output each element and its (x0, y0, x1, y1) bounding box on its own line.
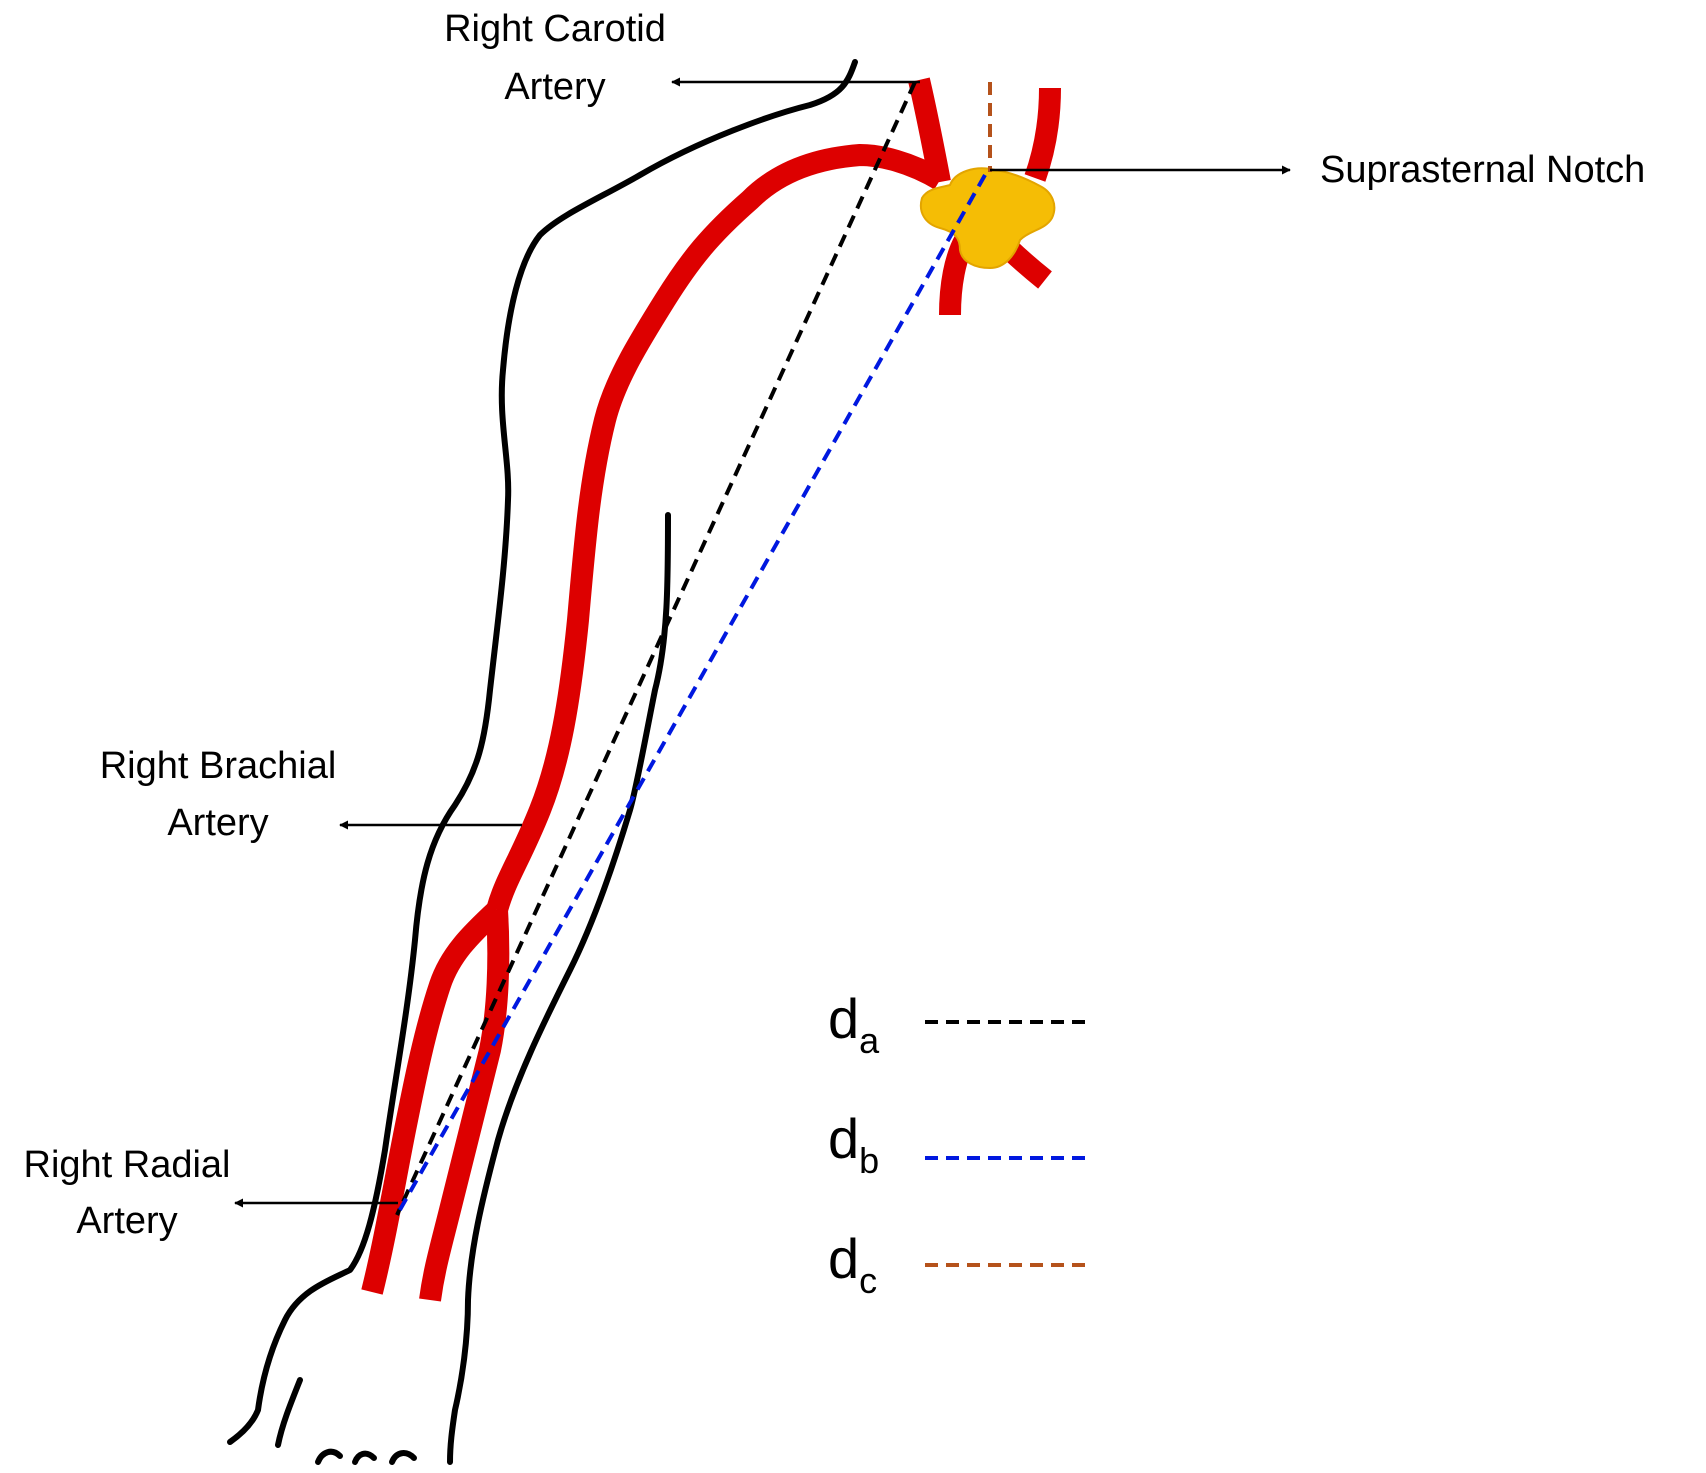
legend-dc-sub: c (859, 1260, 877, 1301)
arm-inner-contour (447, 512, 671, 1465)
legend-db-label: db (828, 1107, 879, 1181)
distance-lines (395, 81, 992, 1216)
carotid-artery (908, 77, 951, 185)
da-line (395, 81, 917, 1216)
legend-item-db: db (828, 1107, 1092, 1181)
left-carotid-artery (1024, 87, 1061, 182)
legend-da-main: d (828, 987, 859, 1050)
thumb-contour (275, 1377, 303, 1448)
legend-db-main: d (828, 1107, 859, 1170)
ulnar-artery (419, 909, 510, 1302)
label-radial-line2: Artery (76, 1200, 177, 1242)
label-carotid-line2: Artery (504, 66, 605, 108)
legend-dc-main: d (828, 1227, 859, 1290)
suprasternal-notch-shape (920, 167, 1056, 270)
finger-3 (389, 1450, 417, 1465)
label-radial-line1: Right Radial (24, 1144, 231, 1186)
label-brachial-line2: Artery (167, 802, 268, 844)
legend-item-da: da (828, 987, 1092, 1061)
finger-1 (315, 1448, 343, 1465)
label-suprasternal-notch: Suprasternal Notch (1320, 149, 1645, 191)
finger-2 (352, 1450, 377, 1465)
arm-outline (227, 59, 858, 1465)
legend-item-dc: dc (828, 1227, 1092, 1301)
subclavian-brachial-artery (486, 144, 946, 914)
legend-da-sub: a (859, 1020, 880, 1061)
leader-arrows (234, 77, 1291, 1208)
label-brachial-line1: Right Brachial (100, 745, 337, 787)
arteries (361, 77, 1061, 1302)
arm-outer-contour (227, 59, 858, 1445)
radial-artery (361, 901, 505, 1295)
db-line (395, 174, 987, 1216)
legend-dc-label: dc (828, 1227, 877, 1301)
legend-db-sub: b (859, 1140, 879, 1181)
label-carotid-line1: Right Carotid (444, 8, 666, 50)
legend-da-label: da (828, 987, 880, 1061)
legend: da db dc (828, 987, 1092, 1301)
labels: Right Carotid Artery Suprasternal Notch … (24, 8, 1646, 1242)
